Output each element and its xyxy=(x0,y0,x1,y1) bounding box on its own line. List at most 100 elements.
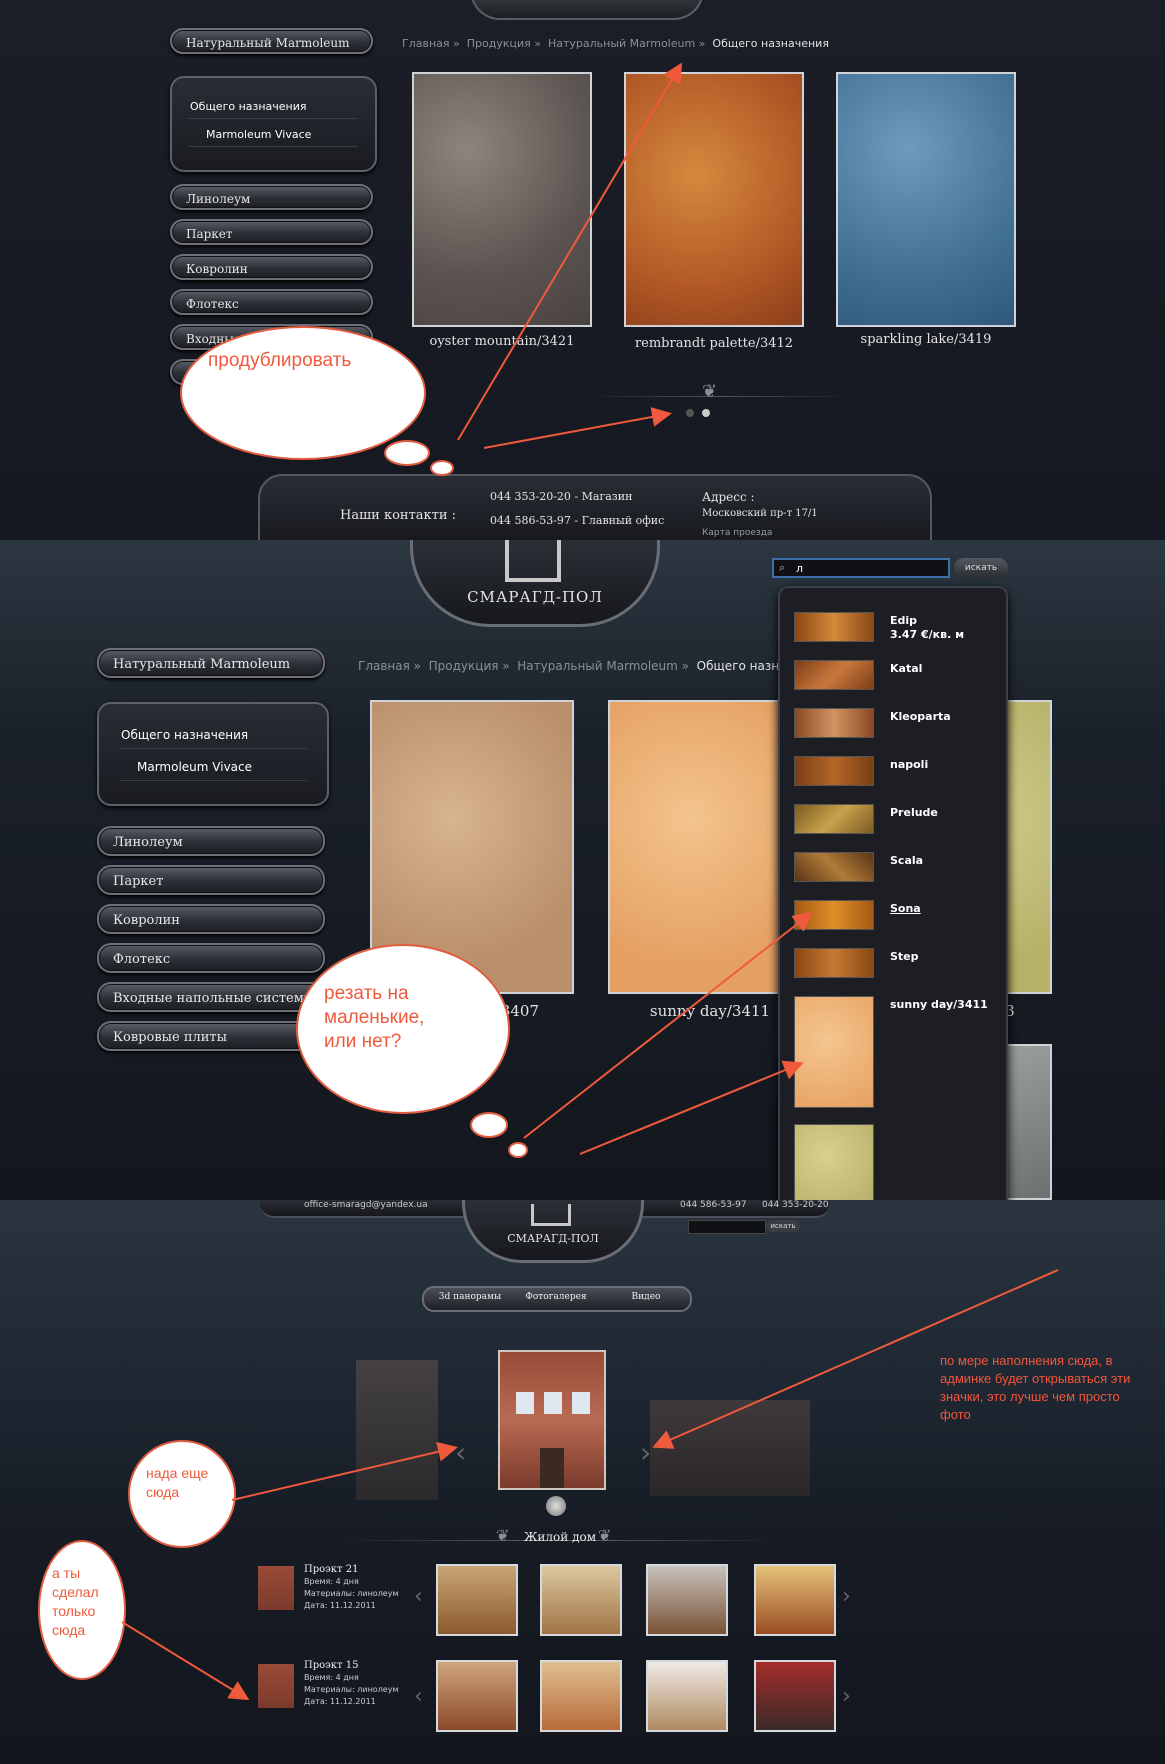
product-name[interactable]: 3 xyxy=(1005,1002,1015,1020)
building-icon-tower[interactable] xyxy=(356,1360,438,1500)
logo-text: СМАРАГД-ПОЛ xyxy=(467,588,603,606)
breadcrumb-link[interactable]: Продукция » xyxy=(428,659,510,673)
project-photo[interactable] xyxy=(754,1660,836,1732)
project-photo[interactable] xyxy=(754,1564,836,1636)
result-name: sunny day/3411 xyxy=(890,998,988,1011)
subcategory-item[interactable]: Marmoleum Vivace xyxy=(137,760,253,774)
product-name[interactable]: rembrandt palette/3412 xyxy=(634,336,794,351)
arrow xyxy=(523,911,814,1139)
menu-item[interactable]: Флотекс xyxy=(170,289,373,315)
product-image[interactable] xyxy=(836,72,1016,327)
result-name: Step xyxy=(890,950,919,963)
project-photo[interactable] xyxy=(646,1660,728,1732)
contacts-bar: Наши контакти : 044 353-20-20 - Магазин … xyxy=(258,474,932,540)
phone[interactable]: 044 586-53-97 xyxy=(680,1200,747,1210)
phone[interactable]: 044 586-53-97 xyxy=(490,514,571,527)
sidebar-header[interactable]: Натуральный Marmoleum xyxy=(170,28,373,54)
annotation-text: а ты сделал только сюда xyxy=(52,1565,99,1638)
result-price: 3.47 €/кв. м xyxy=(890,628,965,641)
breadcrumb-link[interactable]: Главная » xyxy=(358,659,421,673)
menu-item[interactable]: Паркет xyxy=(97,865,325,895)
project-photo[interactable] xyxy=(646,1564,728,1636)
breadcrumb-link[interactable]: Натуральный Marmoleum » xyxy=(547,37,706,50)
chevron-right-icon[interactable]: › xyxy=(842,1584,851,1609)
door-icon xyxy=(540,1448,564,1488)
page-dot-active[interactable] xyxy=(702,409,710,417)
breadcrumb-link[interactable]: Натуральный Marmoleum » xyxy=(517,659,690,673)
menu-item[interactable]: Входные напольные системы xyxy=(97,982,325,1012)
annotation-bubble xyxy=(430,460,454,476)
phone-label: - Главный офис xyxy=(574,514,665,527)
tab-3d[interactable]: 3d панорамы xyxy=(438,1292,502,1302)
product-name[interactable]: oyster mountain/3421 xyxy=(429,334,575,349)
materials-label: Материалы: xyxy=(304,1589,355,1598)
result-name: Sona xyxy=(890,902,921,915)
logo[interactable]: СМАРАГД-ПОЛ xyxy=(410,540,660,627)
result-name: Kleoparta xyxy=(890,710,951,723)
breadcrumb-link[interactable]: Продукция » xyxy=(466,37,541,50)
chevron-left-icon[interactable]: ‹ xyxy=(414,1584,423,1609)
tab-video[interactable]: Видео xyxy=(631,1292,661,1302)
search-input[interactable]: ⌕ л xyxy=(772,558,950,578)
search-button[interactable]: искать xyxy=(954,558,1008,578)
window-icon xyxy=(516,1392,534,1414)
carousel-handle[interactable] xyxy=(546,1496,566,1516)
chevron-right-icon[interactable]: › xyxy=(842,1684,851,1709)
building-icon-office[interactable] xyxy=(650,1400,810,1496)
annotation-cloud: а ты сделал только сюда xyxy=(38,1540,126,1680)
project-photo[interactable] xyxy=(540,1660,622,1732)
search-input[interactable] xyxy=(688,1220,766,1234)
menu-item[interactable]: Линолеум xyxy=(170,184,373,210)
breadcrumb: Главная » Продукция » Натуральный Marmol… xyxy=(402,37,829,50)
phone[interactable]: 044 353-20-20 xyxy=(762,1200,829,1210)
result-thumbnail xyxy=(794,756,874,786)
sidebar-header[interactable]: Натуральный Marmoleum xyxy=(97,648,325,678)
phone-label: - Магазин xyxy=(574,490,633,503)
project-photo[interactable] xyxy=(436,1660,518,1732)
divider xyxy=(188,118,358,119)
subcategory-item[interactable]: Marmoleum Vivace xyxy=(206,128,312,141)
category-title: Жилой дом xyxy=(523,1530,597,1544)
phone[interactable]: 044 353-20-20 xyxy=(490,490,571,503)
chevron-left-icon[interactable]: ‹ xyxy=(455,1436,467,1469)
project-house-icon xyxy=(258,1664,294,1708)
project-photo[interactable] xyxy=(540,1564,622,1636)
map-link[interactable]: Карта проезда xyxy=(702,528,773,538)
menu-item[interactable]: Ковролин xyxy=(170,254,373,280)
subcategory-item[interactable]: Общего назначения xyxy=(190,100,307,113)
product-image[interactable] xyxy=(412,72,592,327)
result-name: Katal xyxy=(890,662,923,675)
chevron-right-icon[interactable]: › xyxy=(640,1436,652,1469)
project-title[interactable]: Проэкт 21 xyxy=(304,1564,359,1575)
project-title[interactable]: Проэкт 15 xyxy=(304,1660,359,1671)
menu-item[interactable]: Флотекс xyxy=(97,943,325,973)
time-label: Время: xyxy=(304,1673,334,1682)
menu-item[interactable]: Паркет xyxy=(170,219,373,245)
page-dot[interactable] xyxy=(686,409,694,417)
result-thumbnail xyxy=(794,996,874,1108)
chevron-left-icon[interactable]: ‹ xyxy=(414,1684,423,1709)
product-name[interactable]: sparkling lake/3419 xyxy=(860,332,992,347)
result-name: napoli xyxy=(890,758,929,771)
search-button[interactable]: искать xyxy=(766,1220,800,1232)
ornament-icon: ❦ xyxy=(496,1526,510,1545)
phone-line: 044 586-53-97 - Главный офис xyxy=(490,514,664,527)
project-info: Проэкт 21 Время: 4 дня Материалы: линоле… xyxy=(304,1564,399,1612)
product-image[interactable] xyxy=(624,72,804,327)
time-value: 4 дня xyxy=(335,1673,359,1682)
ornament-icon: ❦ xyxy=(702,381,718,402)
tab-photogallery[interactable]: Фотогалерея xyxy=(525,1292,587,1302)
menu-item[interactable]: Ковролин xyxy=(97,904,325,934)
result-thumbnail xyxy=(794,660,874,690)
breadcrumb-link[interactable]: Главная » xyxy=(402,37,460,50)
menu-item[interactable]: Линолеум xyxy=(97,826,325,856)
email[interactable]: office-smaragd@yandex.ua xyxy=(304,1200,428,1210)
result-thumbnail xyxy=(794,804,874,834)
arrow xyxy=(652,1269,1059,1449)
logo-text: СМАРАГД-ПОЛ xyxy=(507,1232,599,1245)
subcategory-item[interactable]: Общего назначения xyxy=(121,728,249,742)
building-icon-house[interactable] xyxy=(498,1350,606,1490)
product-image[interactable] xyxy=(370,700,574,994)
menu-item[interactable]: Ковровые плиты xyxy=(97,1021,325,1051)
project-photo[interactable] xyxy=(436,1564,518,1636)
